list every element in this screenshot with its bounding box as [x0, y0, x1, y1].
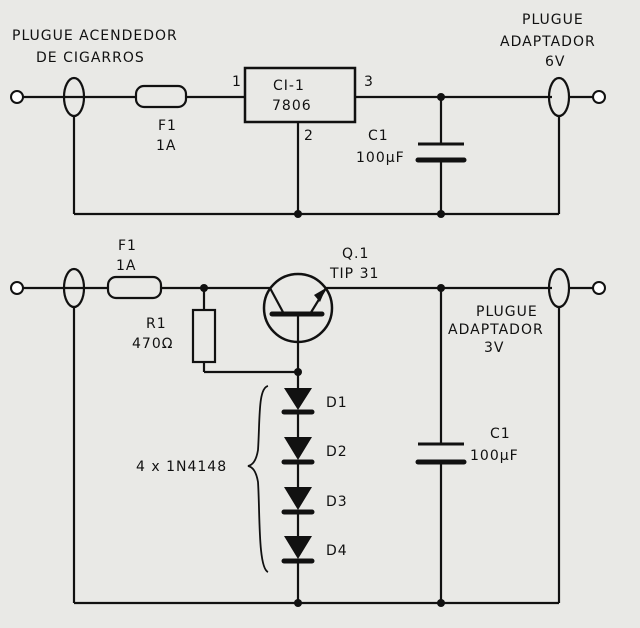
top-input-terminal	[10, 90, 24, 104]
transistor-part: TIP 31	[329, 266, 379, 282]
junction	[294, 599, 302, 607]
junction	[437, 210, 445, 218]
diode-label-d2: D2	[326, 444, 348, 460]
bottom-circuit: F1 1A Q.1 TIP 31 R1 470Ω D1 D2 D3 D4 4 x…	[10, 238, 606, 607]
diode-d1	[281, 388, 315, 415]
top-output-plug-label-1: PLUGUE	[522, 12, 584, 28]
diode-label-d3: D3	[326, 494, 348, 510]
top-fuse-value: 1A	[156, 138, 176, 154]
bottom-fuse	[106, 275, 163, 300]
top-circuit: PLUGUE ACENDEDOR DE CIGARROS F1 1A 1 CI-…	[10, 12, 606, 218]
top-output-plug-label-3: 6V	[545, 54, 565, 70]
diode-group-label: 4 x 1N4148	[136, 459, 227, 475]
diode-d2	[281, 437, 315, 465]
junction	[294, 210, 302, 218]
bottom-output-plug-label-3: 3V	[484, 340, 504, 356]
diode-d3	[281, 487, 315, 515]
top-fuse	[134, 84, 188, 109]
top-cap-name: C1	[368, 128, 389, 144]
ic-7806	[243, 66, 357, 124]
transistor-q1	[262, 272, 334, 344]
bottom-fuse-value: 1A	[116, 258, 136, 274]
diode-group-brace	[247, 385, 269, 573]
diode-d4	[281, 536, 315, 564]
top-input-plug-label-2: DE CIGARROS	[36, 50, 145, 66]
ic-pin-3: 3	[364, 74, 374, 90]
top-output-terminal	[592, 90, 606, 104]
top-output-plug-label-2: ADAPTADOR	[500, 34, 596, 50]
ic-part: 7806	[272, 98, 312, 114]
top-fuse-name: F1	[158, 118, 177, 134]
resistor-name: R1	[146, 316, 167, 332]
bottom-cap-name: C1	[490, 426, 511, 442]
diode-label-d4: D4	[326, 543, 348, 559]
bottom-output-terminal	[592, 281, 606, 295]
resistor-value: 470Ω	[132, 336, 173, 352]
diode-label-d1: D1	[326, 395, 348, 411]
ic-pin-2: 2	[304, 128, 314, 144]
top-cap-value: 100µF	[356, 150, 405, 166]
bottom-cap-value: 100µF	[470, 448, 519, 464]
ic-pin-1: 1	[232, 74, 242, 90]
ic-name: CI-1	[273, 78, 305, 94]
bottom-output-plug-label-2: ADAPTADOR	[448, 322, 544, 338]
top-input-plug-label-1: PLUGUE ACENDEDOR	[12, 28, 178, 44]
bottom-input-terminal	[10, 281, 24, 295]
bottom-fuse-name: F1	[118, 238, 137, 254]
resistor-r1	[191, 308, 217, 364]
transistor-name: Q.1	[342, 246, 369, 262]
bottom-output-plug-label-1: PLUGUE	[476, 304, 538, 320]
